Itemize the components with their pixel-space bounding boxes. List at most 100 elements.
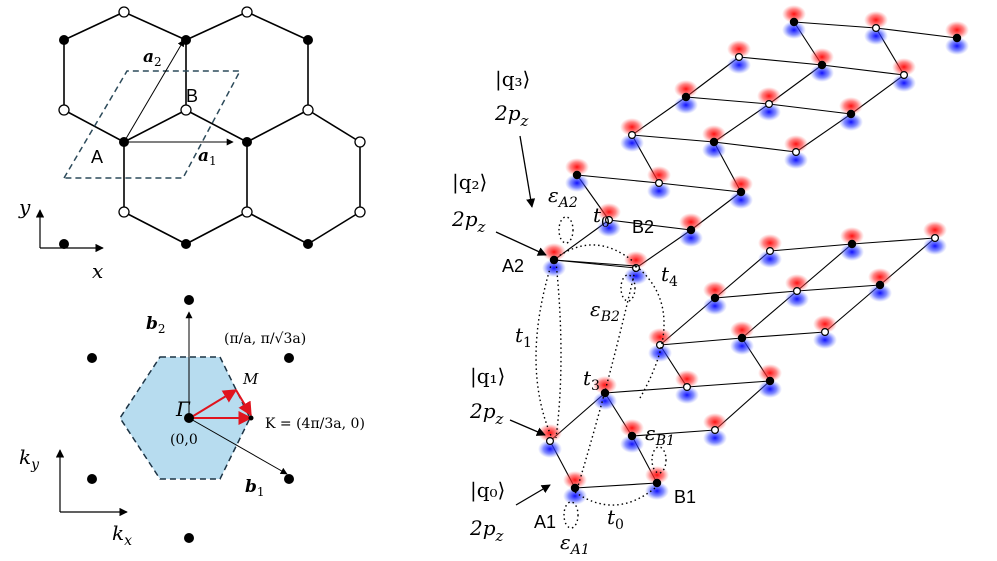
pz-lobe-bottom bbox=[620, 134, 644, 152]
label-x: x bbox=[92, 259, 103, 283]
atom-open bbox=[654, 179, 663, 188]
label-B: B bbox=[186, 86, 198, 106]
bilayer-bond bbox=[875, 27, 958, 39]
pz-lobe-top bbox=[839, 97, 863, 115]
label-t4: t4 bbox=[661, 262, 678, 290]
bilayer-bond bbox=[686, 380, 771, 388]
atom-a bbox=[242, 137, 252, 147]
label-A2: A2 bbox=[502, 256, 524, 276]
bilayer-bond bbox=[768, 103, 852, 115]
eps-A1-loop bbox=[563, 501, 579, 529]
atom-a bbox=[181, 239, 191, 249]
bilayer-bond bbox=[574, 482, 658, 489]
gamma-to-M-arrow bbox=[189, 389, 238, 419]
lattice-bond bbox=[307, 211, 361, 245]
pz-lobe-top bbox=[727, 40, 751, 58]
pz-lobe-bottom bbox=[648, 344, 672, 362]
atom-open bbox=[710, 426, 719, 435]
label-t3: t3 bbox=[583, 366, 600, 394]
bilayer-bond bbox=[741, 331, 826, 339]
real-space-lattice bbox=[63, 11, 361, 245]
pz-lobe-top bbox=[565, 158, 589, 176]
pz-lobe-bottom bbox=[813, 331, 837, 349]
pz-lobe-bottom bbox=[703, 297, 727, 315]
pz-lobe-bottom bbox=[868, 284, 892, 302]
atom-filled bbox=[847, 239, 857, 249]
reciprocal-point bbox=[284, 353, 294, 363]
bilayer-bond bbox=[821, 64, 905, 76]
reciprocal-point bbox=[184, 533, 194, 543]
pz-lobe-top bbox=[702, 125, 726, 143]
pz-lobe-bottom bbox=[624, 267, 648, 285]
lattice-bond bbox=[123, 211, 187, 245]
atom-b bbox=[180, 104, 192, 116]
reciprocal-point bbox=[184, 413, 194, 423]
pz-lobe-bottom bbox=[538, 440, 562, 458]
eps-B1-loop bbox=[651, 446, 667, 474]
atom-filled bbox=[765, 376, 775, 386]
hop-t0-top bbox=[555, 244, 635, 263]
atom-filled bbox=[686, 225, 696, 235]
pz-lobe-top bbox=[620, 118, 644, 136]
pz-lobe-bottom bbox=[730, 337, 754, 355]
label-a1: a1 bbox=[198, 146, 217, 168]
pz-lobe-top bbox=[647, 166, 671, 184]
ket-q1: |q₁⟩ bbox=[470, 364, 505, 389]
eps-A2-loop bbox=[558, 216, 574, 244]
bilayer-bond bbox=[608, 219, 692, 231]
pz-lobe-top bbox=[620, 419, 644, 437]
atom-open bbox=[627, 131, 636, 140]
atom-b bbox=[58, 104, 70, 116]
bilayer-bond bbox=[769, 243, 853, 252]
bilayer-bond bbox=[713, 141, 797, 153]
eps-B2-loop bbox=[620, 274, 636, 302]
pz-lobe-top bbox=[542, 243, 566, 261]
reciprocal-lattice-points bbox=[87, 295, 294, 543]
atom-a bbox=[303, 35, 313, 45]
label-b2: b2 bbox=[146, 314, 166, 336]
bilayer-bond bbox=[658, 182, 742, 193]
ket-q0: |q₀⟩ bbox=[470, 478, 505, 503]
hop-t1b bbox=[555, 261, 562, 439]
atom-filled bbox=[710, 293, 720, 303]
pz-lobe-bottom bbox=[785, 290, 809, 308]
arrow-q2 bbox=[495, 231, 547, 256]
atom-filled bbox=[652, 478, 662, 488]
reciprocal-point bbox=[284, 474, 294, 484]
pz-lobe-top bbox=[782, 5, 806, 23]
atom-a bbox=[59, 239, 69, 249]
atom-open bbox=[930, 234, 939, 243]
label-a2: a2 bbox=[143, 47, 162, 69]
label-B1: B1 bbox=[674, 487, 696, 507]
lattice-bond bbox=[185, 109, 248, 143]
label-t0-top: t0 bbox=[593, 203, 610, 231]
lattice-bond bbox=[185, 211, 248, 245]
pz-lobe-bottom bbox=[758, 380, 782, 398]
atom-filled bbox=[846, 109, 856, 119]
bilayer-bond bbox=[738, 56, 823, 66]
atom-open bbox=[545, 437, 554, 446]
label-gamma: Γ bbox=[175, 397, 191, 421]
pz-lobe-bottom bbox=[923, 237, 947, 255]
atom-filled bbox=[875, 280, 885, 290]
hop-t4 bbox=[635, 265, 665, 399]
pz-lobe-bottom bbox=[782, 21, 806, 39]
pz-lobe-top bbox=[864, 11, 888, 29]
pz-lobe-top bbox=[597, 203, 621, 221]
bilayer-bond bbox=[576, 174, 660, 184]
bilayer-bond bbox=[604, 386, 688, 394]
pz-lobe-bottom bbox=[679, 229, 703, 247]
pz-lobe-bottom bbox=[757, 103, 781, 121]
atom-filled bbox=[952, 33, 962, 43]
M-to-K-arrow bbox=[235, 389, 252, 417]
arrow-q3 bbox=[519, 135, 536, 208]
pz-lobe-bottom bbox=[945, 37, 969, 55]
lattice-bond bbox=[63, 11, 125, 41]
pz-lobe-bottom bbox=[864, 27, 888, 45]
atom-filled bbox=[681, 92, 691, 102]
atom-a bbox=[181, 35, 191, 45]
label-b1: b1 bbox=[245, 477, 265, 499]
ket-q3: |q₃⟩ bbox=[495, 67, 530, 92]
pz-lobe-bottom bbox=[647, 182, 671, 200]
